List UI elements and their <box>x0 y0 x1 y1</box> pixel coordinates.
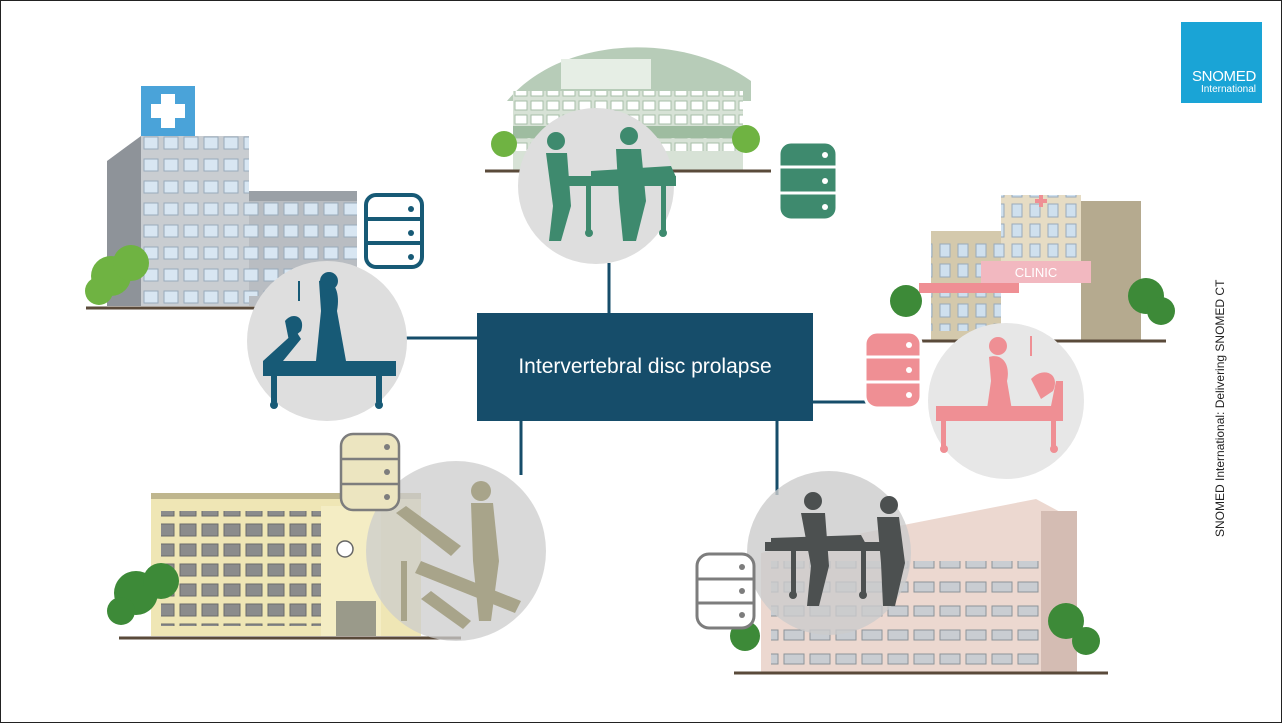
connector-lines <box>403 263 866 495</box>
clinic-right: CLINIC <box>881 195 1175 343</box>
database-icon-bottom-left <box>339 432 401 512</box>
clinic-sign-text: CLINIC <box>1015 265 1058 280</box>
stretcher-circle-top-center <box>518 108 676 264</box>
vertical-footer-text: SNOMED International: Delivering SNOMED … <box>1213 279 1227 537</box>
tree-icon <box>85 245 149 305</box>
tree-icon <box>890 278 1175 325</box>
patient-bed-circle-top-left <box>247 261 407 421</box>
clock-icon <box>336 540 354 558</box>
clinic-sign <box>981 261 1091 283</box>
patient-in-bed-icon <box>936 336 1063 453</box>
central-concept-label: Intervertebral disc prolapse <box>518 355 772 378</box>
patient-in-bed-icon <box>263 272 396 409</box>
central-concept-box: Intervertebral disc prolapse <box>477 313 813 421</box>
patient-in-chair-icon <box>396 481 521 629</box>
database-icon-top-left <box>364 193 424 269</box>
snomed-logo: SNOMED International <box>1181 22 1262 103</box>
tree-icon <box>730 603 1100 655</box>
database-icon-top-center <box>777 140 839 222</box>
logo-line2: International <box>1200 84 1256 95</box>
tree-icon <box>491 125 760 157</box>
tree-icon <box>107 563 179 625</box>
stretcher-with-staff-icon <box>546 127 676 241</box>
logo-line1: SNOMED <box>1191 68 1256 85</box>
database-icon-bottom-right <box>695 552 756 630</box>
stretcher-with-staff-icon <box>765 492 905 606</box>
database-icon-right <box>863 330 923 410</box>
patient-bed-circle-right <box>928 323 1084 479</box>
patient-chair-circle-bottom-left <box>366 461 546 641</box>
stretcher-circle-bottom-right <box>747 471 911 635</box>
